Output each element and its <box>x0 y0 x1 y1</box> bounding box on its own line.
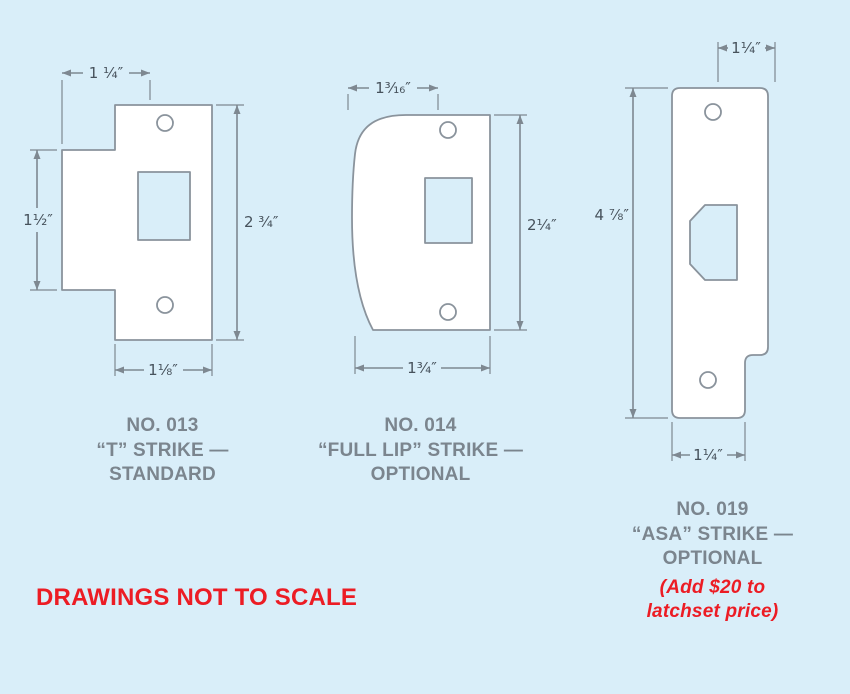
dim-label-bottom: 1³⁄₄″ <box>407 359 437 377</box>
caption-full-lip-strike: NO. 014 “FULL LIP” STRIKE — OPTIONAL <box>288 414 553 488</box>
dimension-bottom: 1¹⁄₈″ <box>114 344 213 379</box>
dim-label-bottom: 1¹⁄₄″ <box>693 446 723 464</box>
asa-strike-drawing: 1¹⁄₄″ 4 ⁷⁄₈″ 1¹⁄₄″ <box>595 39 776 464</box>
dimension-top: 1³⁄₁₆″ <box>347 79 439 110</box>
dimension-top: 1 ¹⁄₄″ <box>61 64 151 144</box>
dimension-left: 4 ⁷⁄₈″ <box>595 87 668 419</box>
caption-line: NO. 019 <box>676 499 749 520</box>
caption-line: OPTIONAL <box>662 548 763 570</box>
dimension-bottom: 1¹⁄₄″ <box>671 422 746 464</box>
screw-hole-top <box>156 114 174 132</box>
price-note: (Add $20 to latchset price) <box>580 576 845 624</box>
asa-strike-figure: 1¹⁄₄″ 4 ⁷⁄₈″ 1¹⁄₄″ <box>570 15 850 490</box>
dim-label-left: 1¹⁄₂″ <box>23 211 53 229</box>
t-strike-drawing: 1 ¹⁄₄″ 1¹⁄₂″ 2 ³⁄₄″ <box>23 64 279 379</box>
full-lip-strike-drawing: 1³⁄₁₆″ 2¹⁄₄″ 1³⁄₄″ <box>347 79 557 377</box>
screw-hole-bottom <box>156 296 174 314</box>
dim-label-right: 2¹⁄₄″ <box>527 216 557 234</box>
caption-t-strike: NO. 013 “T” STRIKE — STANDARD <box>30 414 295 488</box>
caption-line: “T” STRIKE — <box>96 439 229 461</box>
not-to-scale-notice: DRAWINGS NOT TO SCALE <box>36 584 358 611</box>
caption-asa-strike: NO. 019 “ASA” STRIKE — OPTIONAL (Add $20… <box>580 498 845 624</box>
latch-cutout <box>424 177 473 244</box>
price-note-line: latchset price) <box>646 600 779 622</box>
t-strike-plate <box>61 104 213 341</box>
screw-hole-bottom <box>439 303 457 321</box>
dim-label-top: 1³⁄₁₆″ <box>375 79 411 97</box>
caption-line: NO. 013 <box>126 415 199 436</box>
dim-label-bottom: 1¹⁄₈″ <box>148 361 178 379</box>
dimension-right: 2¹⁄₄″ <box>494 114 557 331</box>
full-lip-strike-plate <box>351 114 491 331</box>
full-lip-strike-figure: 1³⁄₁₆″ 2¹⁄₄″ 1³⁄₄″ <box>310 50 590 400</box>
latch-cutout <box>689 204 738 281</box>
dimension-left: 1¹⁄₂″ <box>23 149 57 291</box>
dim-label-right: 2 ³⁄₄″ <box>244 213 279 231</box>
caption-line: “ASA” STRIKE — <box>631 523 794 545</box>
dimension-right: 2 ³⁄₄″ <box>216 104 279 341</box>
latch-cutout <box>137 171 191 241</box>
caption-line: STANDARD <box>109 464 216 486</box>
caption-line: OPTIONAL <box>370 464 471 486</box>
dim-label-top: 1¹⁄₄″ <box>731 39 761 57</box>
screw-hole-top <box>704 103 722 121</box>
t-strike-figure: 1 ¹⁄₄″ 1¹⁄₂″ 2 ³⁄₄″ <box>10 50 300 395</box>
dim-label-top: 1 ¹⁄₄″ <box>89 64 124 82</box>
screw-hole-top <box>439 121 457 139</box>
caption-line: “FULL LIP” STRIKE — <box>317 439 524 461</box>
price-note-line: (Add $20 to <box>659 577 766 599</box>
caption-line: NO. 014 <box>384 415 457 436</box>
dimension-top: 1¹⁄₄″ <box>717 39 776 82</box>
dim-label-left: 4 ⁷⁄₈″ <box>595 206 630 224</box>
screw-hole-bottom <box>699 371 717 389</box>
dimension-bottom: 1³⁄₄″ <box>354 336 491 377</box>
